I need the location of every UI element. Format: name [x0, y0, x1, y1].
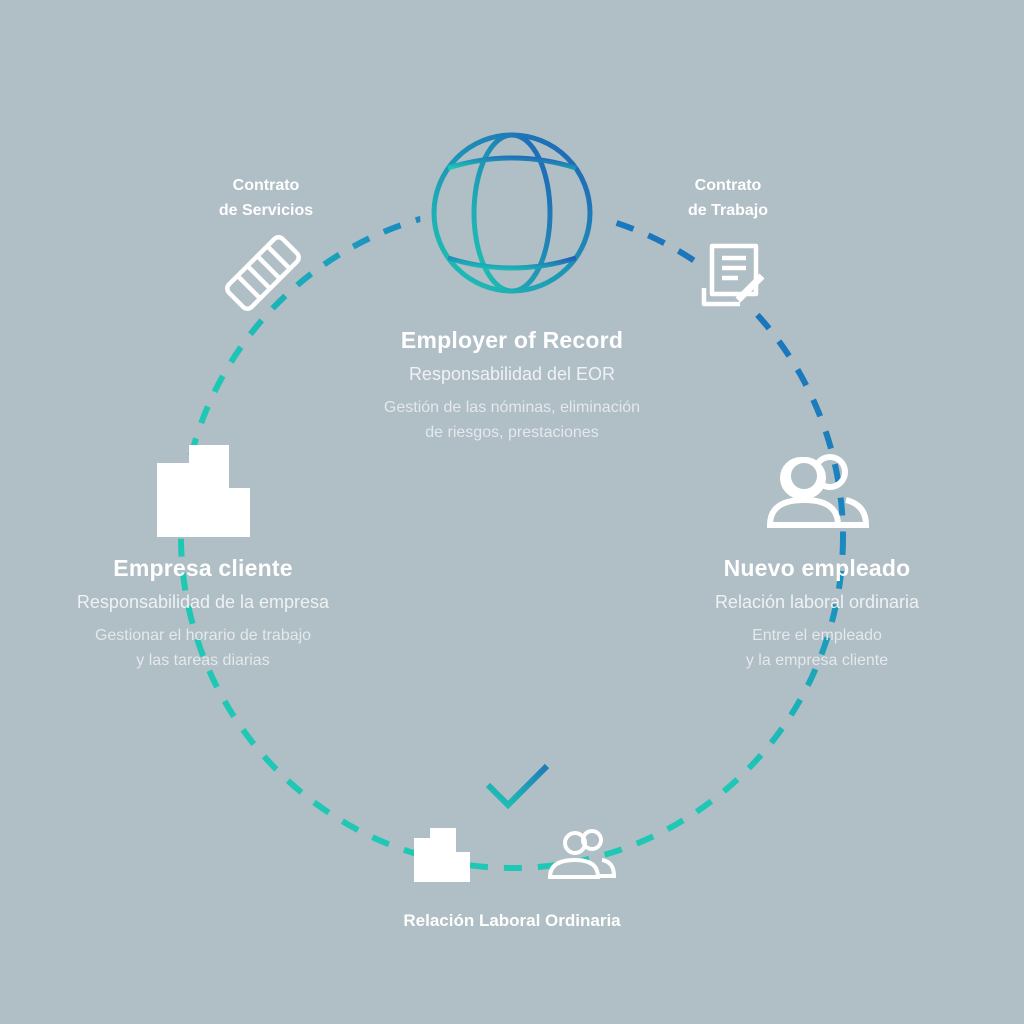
client-company-subtitle: Responsabilidad de la empresa [76, 592, 330, 612]
new-employee-description: Entre el empleado y la empresa cliente [667, 623, 967, 673]
contract-work-label: Contrato de Trabajo [658, 173, 798, 223]
small-building-icon [414, 828, 470, 882]
contract-work-line1: Contrato [694, 177, 762, 194]
employee-desc-line1: Entre el empleado [752, 627, 882, 644]
eor-desc-line2: de riesgos, prestaciones [425, 424, 599, 441]
contract-services-label: Contrato de Servicios [196, 173, 336, 223]
small-users-icon [547, 829, 617, 879]
new-employee-title: Nuevo empleado [723, 555, 911, 581]
contract-pen-icon [698, 238, 768, 310]
client-desc-line2: y las tareas diarias [136, 652, 270, 669]
eor-title: Employer of Record [400, 327, 624, 353]
new-employee-subtitle: Relación laboral ordinaria [714, 592, 920, 612]
contract-services-line2: de Servicios [218, 202, 314, 219]
employee-desc-line2: y la empresa cliente [745, 652, 889, 669]
client-company-description: Gestionar el horario de trabajo y las ta… [28, 623, 378, 673]
eor-description: Gestión de las nóminas, eliminación de r… [312, 395, 712, 445]
eor-block: Employer of Record Responsabilidad del E… [312, 327, 712, 445]
globe-icon [420, 121, 604, 305]
ordinary-relationship-label: Relación Laboral Ordinaria [403, 911, 621, 930]
client-company-title: Empresa cliente [113, 555, 293, 581]
checkmark-icon [485, 763, 550, 810]
contract-services-line1: Contrato [232, 177, 300, 194]
relationship-ring [178, 203, 846, 871]
client-desc-line1: Gestionar el horario de trabajo [94, 627, 312, 644]
new-employee-block: Nuevo empleado Relación laboral ordinari… [667, 555, 967, 673]
eor-subtitle: Responsabilidad del EOR [408, 364, 616, 384]
users-icon [766, 454, 870, 528]
handshake-icon [222, 232, 304, 314]
client-company-block: Empresa cliente Responsabilidad de la em… [28, 555, 378, 673]
building-icon [157, 445, 250, 537]
contract-work-line2: de Trabajo [687, 202, 769, 219]
eor-desc-line1: Gestión de las nóminas, eliminación [383, 399, 641, 416]
